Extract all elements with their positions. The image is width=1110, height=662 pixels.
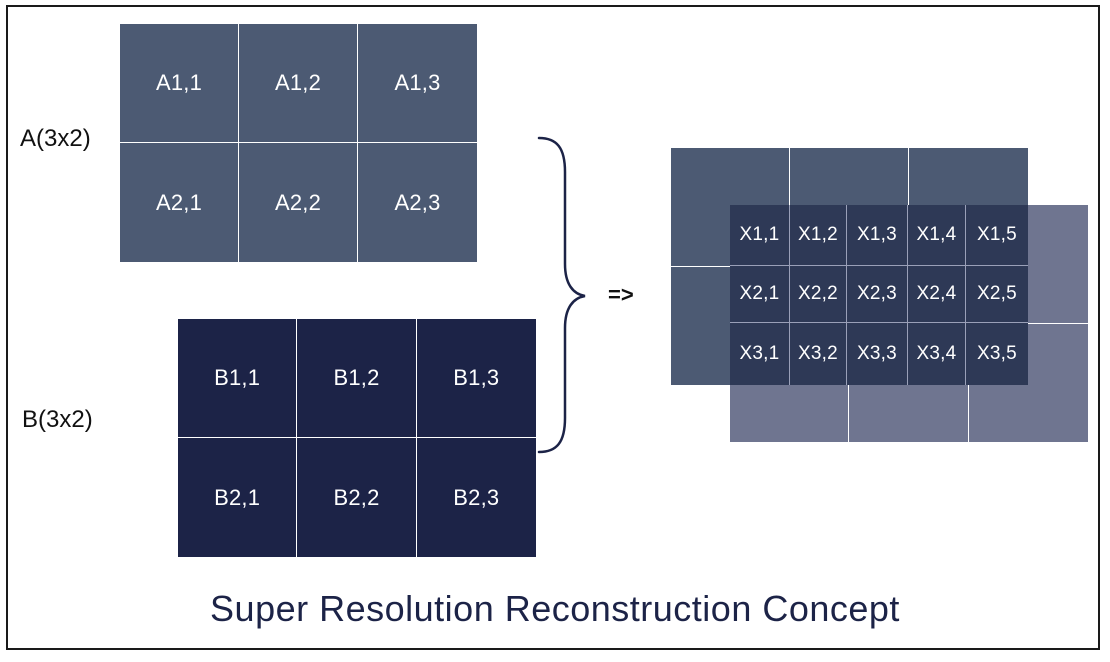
matrix-b-cell: B1,1	[178, 319, 298, 438]
diagram-frame	[6, 5, 1100, 650]
matrix-b: B1,1 B1,2 B1,3 B2,1 B2,2 B2,3	[178, 319, 536, 557]
result-cell: X2,1	[730, 266, 790, 323]
result-cell: X2,5	[966, 266, 1028, 323]
overlap-line	[671, 266, 730, 267]
result-cell: X2,4	[908, 266, 966, 323]
result-cell: X3,4	[908, 323, 966, 385]
matrix-a-cell: A2,3	[358, 143, 477, 262]
curly-brace-icon	[537, 136, 586, 454]
matrix-a-cell: A1,2	[239, 24, 358, 143]
result-cell: X1,2	[790, 205, 847, 266]
matrix-b-cell: B1,2	[297, 319, 417, 438]
matrix-b-label: B(3x2)	[22, 406, 93, 433]
matrix-a-label: A(3x2)	[20, 125, 91, 152]
result-cell: X1,3	[847, 205, 908, 266]
matrix-a-cell: A2,1	[120, 143, 239, 262]
matrix-b-cell: B2,1	[178, 438, 298, 557]
matrix-b-cell: B2,3	[416, 438, 536, 557]
matrix-a-cell: A1,1	[120, 24, 239, 143]
result-cell: X1,5	[966, 205, 1028, 266]
diagram-caption: Super Resolution Reconstruction Concept	[210, 588, 900, 629]
result-cell: X1,1	[730, 205, 790, 266]
arrow-text: =>	[608, 282, 634, 307]
matrix-a-cell: A2,2	[239, 143, 358, 262]
result-cell: X3,2	[790, 323, 847, 385]
result-cell: X3,1	[730, 323, 790, 385]
result-cell: X2,3	[847, 266, 908, 323]
result-cell: X3,3	[847, 323, 908, 385]
matrix-a-cell: A1,3	[358, 24, 477, 143]
overlap-line	[1028, 323, 1088, 324]
matrix-b-cell: B2,2	[297, 438, 417, 557]
matrix-a: A1,1 A1,2 A1,3 A2,1 A2,2 A2,3	[120, 24, 477, 262]
result-matrix-x: X1,1 X1,2 X1,3 X1,4 X1,5 X2,1 X2,2 X2,3 …	[730, 205, 1028, 385]
result-cell: X2,2	[790, 266, 847, 323]
result-cell: X3,5	[966, 323, 1028, 385]
result-cell: X1,4	[908, 205, 966, 266]
matrix-b-cell: B1,3	[416, 319, 536, 438]
